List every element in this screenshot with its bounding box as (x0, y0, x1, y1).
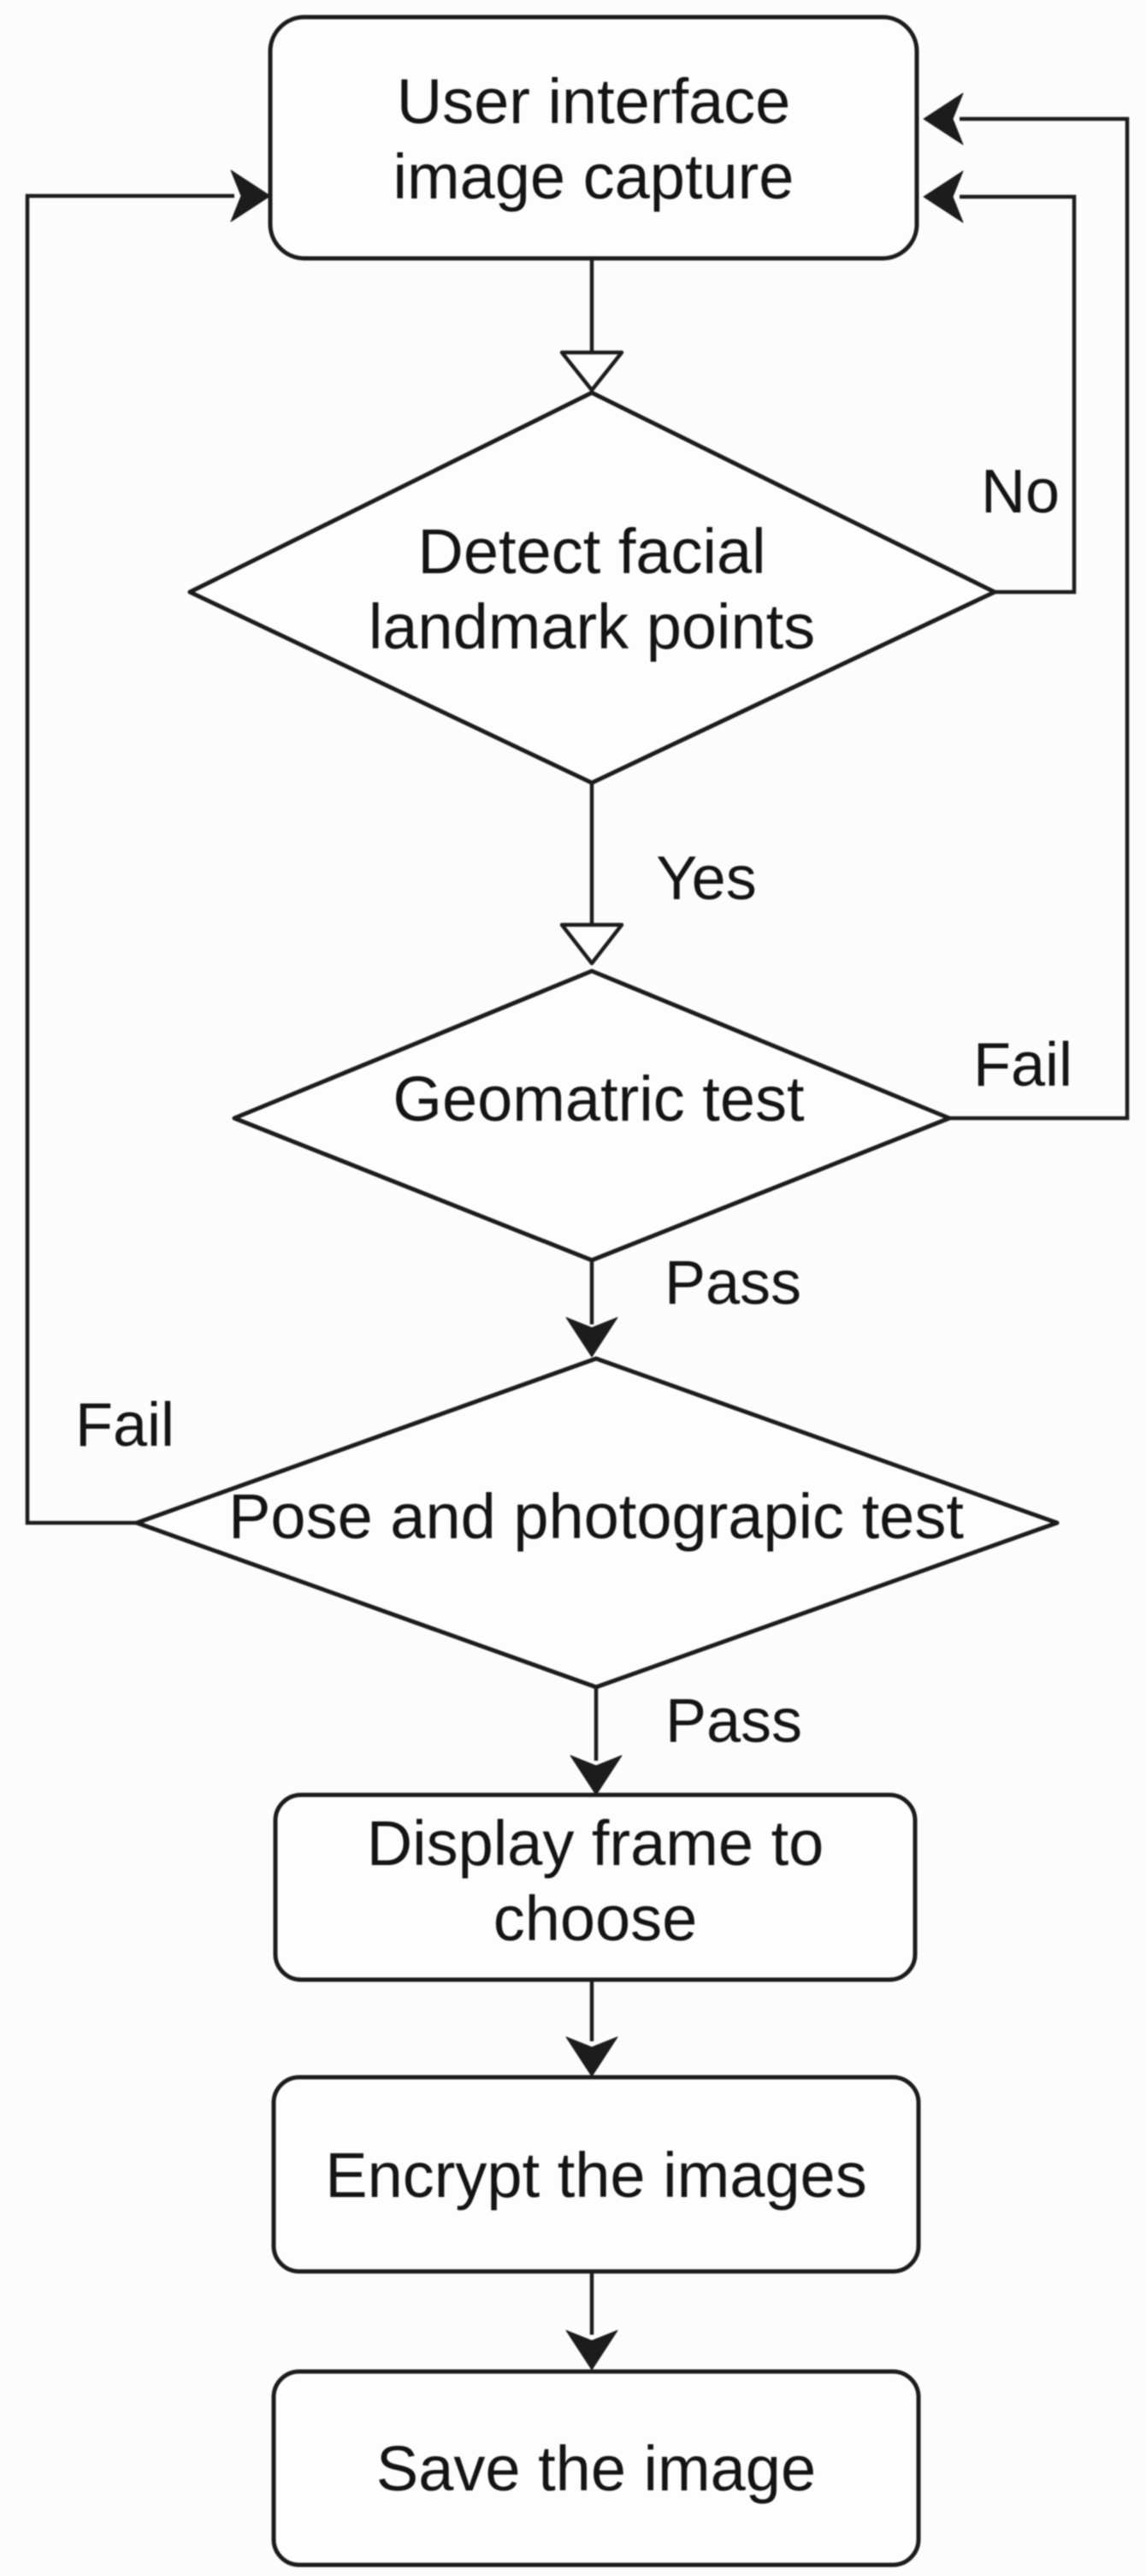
arrowhead-right-icon (230, 169, 271, 222)
edge-label-yes: Yes (656, 844, 756, 913)
arrowhead-left-icon (923, 170, 964, 223)
node-label-line: User interface (397, 66, 791, 137)
process-box (268, 15, 919, 261)
node-label-line: landmark points (369, 591, 815, 662)
node-label-line: choose (493, 1883, 698, 1954)
decision-diamond (187, 390, 997, 785)
process-box (271, 2075, 921, 2274)
node-save-the-image: Save the image (271, 2369, 921, 2567)
decision-diamond (134, 1356, 1060, 1690)
process-box (271, 2369, 921, 2567)
edge-detect-no-line (960, 194, 1077, 595)
decision-diamond (232, 968, 952, 1263)
node-geomatric-test: Geomatric test (232, 968, 952, 1263)
node-display-frame-to-choose: Display frame to choose (273, 1792, 918, 1982)
edge-detect-yes (559, 783, 624, 966)
edge-encrypt-to-save (565, 2271, 618, 2371)
arrowhead-left-icon (923, 92, 964, 145)
edge-label-fail-geometric: Fail (973, 1031, 1072, 1099)
node-encrypt-the-images: Encrypt the images (271, 2075, 921, 2274)
node-label-line: Display frame to (367, 1808, 824, 1879)
edge-geometric-fail (923, 92, 1130, 1121)
node-label-line: Save the image (376, 2433, 816, 2504)
node-label-line: Encrypt the images (325, 2140, 866, 2211)
node-label-line: image capture (393, 141, 795, 212)
process-box (273, 1792, 918, 1982)
node-label-line: Pose and photograpic test (228, 1481, 964, 1552)
node-user-interface-image-capture: User interface image capture (268, 15, 919, 261)
node-pose-and-photograpic-test: Pose and photograpic test (134, 1356, 1060, 1690)
edge-detect-no (923, 170, 1077, 595)
arrowhead-down-icon (565, 2330, 618, 2371)
edge-label-pass-geometric: Pass (665, 1249, 801, 1318)
open-arrowhead-down-icon (559, 922, 624, 966)
edge-display-to-encrypt (565, 1980, 618, 2077)
arrowhead-down-icon (565, 2036, 618, 2077)
open-arrowhead-down-icon (559, 350, 624, 393)
edge-pose-fail (25, 169, 271, 1525)
edge-pose-pass (570, 1687, 623, 1796)
node-label-line: Detect facial (417, 516, 765, 587)
node-detect-facial-landmark-points: Detect facial landmark points (187, 390, 997, 785)
edge-geometric-fail-line (949, 116, 1130, 1121)
edge-capture-to-detect (559, 258, 624, 393)
arrowhead-down-icon (565, 1317, 618, 1358)
edge-pose-fail-line (25, 193, 234, 1525)
node-label-line: Geomatric test (393, 1063, 805, 1134)
edge-label-pass-pose: Pass (665, 1687, 802, 1756)
edge-label-no: No (981, 458, 1060, 526)
edge-geometric-pass (565, 1260, 618, 1358)
edge-label-fail-pose: Fail (75, 1391, 174, 1460)
arrowhead-down-icon (570, 1755, 623, 1796)
